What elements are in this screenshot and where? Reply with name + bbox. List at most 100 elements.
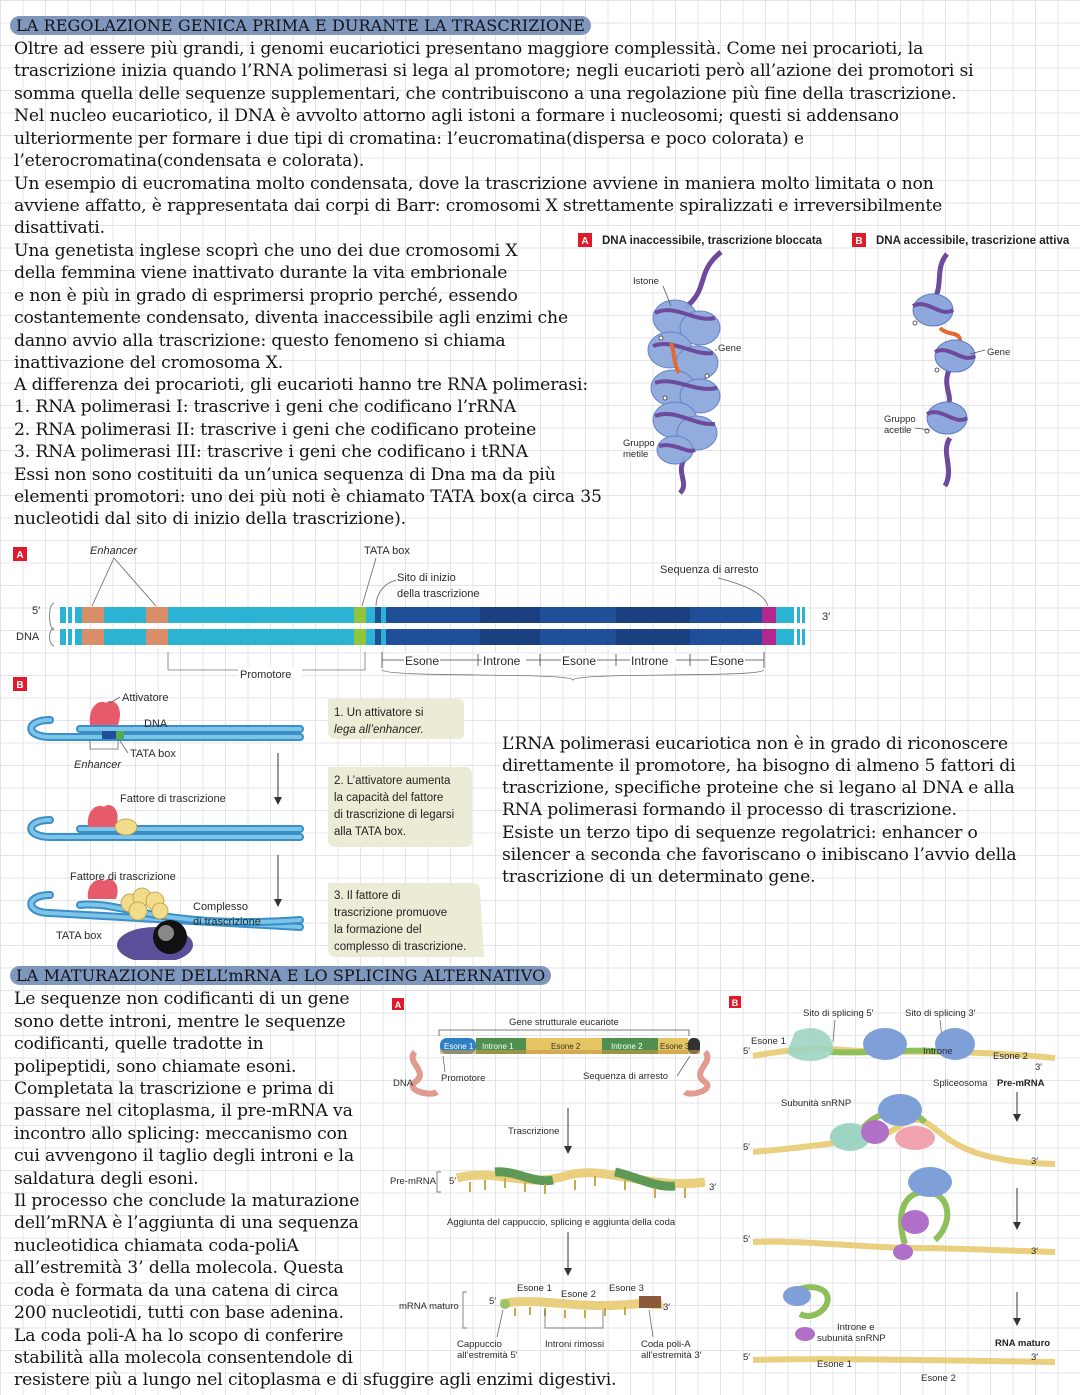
list-item: 2. RNA polimerasi II: trascrive i geni c… xyxy=(14,420,537,440)
label-istone: Istone xyxy=(633,276,659,287)
text-line: dell’mRNA è l’aggiunta di una sequenza xyxy=(14,1213,359,1233)
step2-line: di trascrizione di legarsi xyxy=(334,809,454,821)
splicing-step2 xyxy=(752,1094,1056,1167)
label-sequenza-arresto: Sequenza di arresto xyxy=(583,1071,668,1082)
label-esone2-b: Esone 2 xyxy=(921,1373,956,1384)
label-segment-esone-3: Esone xyxy=(710,654,744,668)
label-trascrizione: Trascrizione xyxy=(508,1126,559,1137)
label-rna-maturo: RNA maturo xyxy=(995,1338,1050,1349)
label-coda-2: all’estremità 3′ xyxy=(641,1350,702,1361)
text-line: RNA polimerasi formando il processo di t… xyxy=(502,800,957,820)
label-three-prime: 3′ xyxy=(822,611,830,623)
label-esone-2: Esone 2 xyxy=(561,1289,596,1300)
label-gruppo-metile-2: metile xyxy=(623,449,648,460)
label-gene-title: Gene strutturale eucariote xyxy=(509,1017,619,1028)
step2-diagram xyxy=(27,805,304,841)
step2-bubble: 2. L’attivatore aumenta la capacità del … xyxy=(328,767,472,847)
activation-tag: B xyxy=(16,680,23,691)
step2-line: alla TATA box. xyxy=(334,826,406,838)
text-line: Essi non sono costituiti da un’unica seq… xyxy=(14,465,556,485)
gene-segments xyxy=(440,1038,700,1054)
chromatin-figure: A DNA inaccessibile, trascrizione blocca… xyxy=(578,233,1070,495)
label-three-2: 3′ xyxy=(1031,1156,1038,1167)
text-line: A differenza dei procarioti, gli eucario… xyxy=(14,375,589,395)
label-gruppo-acetile-2: acetile xyxy=(884,425,911,436)
step3-diagram xyxy=(27,879,304,960)
label-segment-introne-1: Introne xyxy=(483,654,521,668)
step1-line1: 1. Un attivatore si xyxy=(334,707,423,719)
label-mrna-maturo: mRNA maturo xyxy=(399,1301,459,1312)
label-three-3: 3′ xyxy=(1031,1246,1038,1257)
list-item: 3. RNA polimerasi III: trascrive i geni … xyxy=(14,442,528,462)
label-segment-esone-2: Esone xyxy=(562,654,596,668)
label-pre-mrna: Pre-mRNA xyxy=(390,1176,437,1187)
label-spliceosoma: Spliceosoma xyxy=(933,1078,988,1089)
label-tata-box-2: TATA box xyxy=(56,930,102,942)
panel-a-title: DNA inaccessibile, trascrizione bloccata xyxy=(602,235,823,247)
step3-line: la formazione del xyxy=(334,924,422,936)
text-line: La coda poli-A ha lo scopo di conferire xyxy=(14,1326,344,1346)
label-introne-e-2: subunità snRNP xyxy=(817,1333,886,1344)
text-line: disattivati. xyxy=(14,218,105,238)
label-five-4: 5′ xyxy=(743,1352,750,1363)
label-esone1-b: Esone 1 xyxy=(817,1359,852,1370)
label-dna: DNA xyxy=(393,1078,414,1089)
list-item: 1. RNA polimerasi I: trascrive i geni ch… xyxy=(14,397,516,417)
text-line: passare nel citoplasma, il pre-mRNA va xyxy=(14,1101,353,1121)
label-fattore-1: Fattore di trascrizione xyxy=(120,793,226,805)
label-gene-b: Gene xyxy=(987,347,1010,358)
text-line: all’estremità 3’ della molecola. Questa xyxy=(14,1258,344,1278)
label-enhancer: Enhancer xyxy=(90,545,138,557)
condensed-chromatin xyxy=(647,250,723,495)
seg-introne-1: Introne 1 xyxy=(482,1042,514,1051)
text-line: trascrizione inizia quando l’RNA polimer… xyxy=(14,61,974,81)
label-five-pre: 5′ xyxy=(449,1176,456,1187)
text-line: L’RNA polimerasi eucariotica non è in gr… xyxy=(502,734,1008,754)
label-segment-introne-2: Introne xyxy=(631,654,669,668)
label-esone1: Esone 1 xyxy=(751,1036,786,1047)
label-sito-inizio-2: della trascrizione xyxy=(397,588,480,600)
label-esone-3: Esone 3 xyxy=(609,1283,644,1294)
text-line: trascrizione di un determinato gene. xyxy=(502,867,816,887)
label-three-4: 3′ xyxy=(1031,1352,1038,1363)
label-gene-a: Gene xyxy=(718,343,741,354)
label-dna: DNA xyxy=(16,631,40,643)
step2-line: 2. L’attivatore aumenta xyxy=(334,775,451,787)
step1-diagram xyxy=(27,701,304,741)
label-three-maturo: 3′ xyxy=(663,1302,670,1313)
text-line: inattivazione del cromosoma X. xyxy=(14,353,284,373)
seg-esone-1: Esone 1 xyxy=(444,1042,474,1051)
gene-figure-tag: A xyxy=(16,550,23,561)
label-five-1: 5′ xyxy=(743,1046,750,1057)
text-line: Nel nucleo eucariotico, il DNA è avvolto… xyxy=(14,106,899,126)
text-line: l’eterocromatina(condensata e colorata). xyxy=(14,151,365,171)
mrna-maturation-figure: A Gene strutturale eucariote Esone 1 Int… xyxy=(390,998,716,1361)
label-cappuccio-2: all’estremità 5′ xyxy=(457,1350,518,1361)
activation-figure: B Attivatore DNA TATA box Enhancer Fatto… xyxy=(13,677,484,960)
open-chromatin xyxy=(912,252,977,488)
label-introne: Introne xyxy=(923,1046,953,1057)
text-line: avviene affatto, è rappresentata dai cor… xyxy=(14,196,943,216)
text-line: ulteriormente per formare i due tipi di … xyxy=(14,129,804,149)
text-line: trascrizione, specifiche proteine che si… xyxy=(502,778,1015,798)
label-segment-esone-1: Esone xyxy=(405,654,439,668)
step1-bubble: 1. Un attivatore si lega all’enhancer. xyxy=(328,699,464,739)
step3-line: trascrizione promuove xyxy=(334,907,447,919)
text-line: nucleotidica chiamata coda-poliA xyxy=(14,1236,299,1256)
step3-line: 3. Il fattore di xyxy=(334,890,400,902)
pre-mrna-strand xyxy=(455,1167,706,1198)
text-line: polipeptidi, sono chiamate esoni. xyxy=(14,1057,297,1077)
label-coda-1: Coda poli-A xyxy=(641,1339,691,1350)
label-three-1: 3′ xyxy=(1035,1062,1042,1073)
text-line: somma quella delle sequenze supplementar… xyxy=(14,84,957,104)
step1-line2: lega all’enhancer. xyxy=(334,724,424,736)
text-line: nucleotidi dal sito di inizio della tras… xyxy=(14,509,407,529)
text-line: Il processo che conclude la maturazione xyxy=(14,1191,360,1211)
splicing-tag: B xyxy=(732,998,739,1008)
label-dna: DNA xyxy=(144,718,168,730)
text-line: Esiste un terzo tipo di sequenze regolat… xyxy=(502,823,978,843)
step2-line: la capacità del fattore xyxy=(334,792,443,804)
label-gruppo-acetile-1: Gruppo xyxy=(884,414,916,425)
splicing-step3 xyxy=(752,1167,1056,1260)
text-line: resistere più a lungo nel citoplasma e d… xyxy=(14,1370,617,1390)
